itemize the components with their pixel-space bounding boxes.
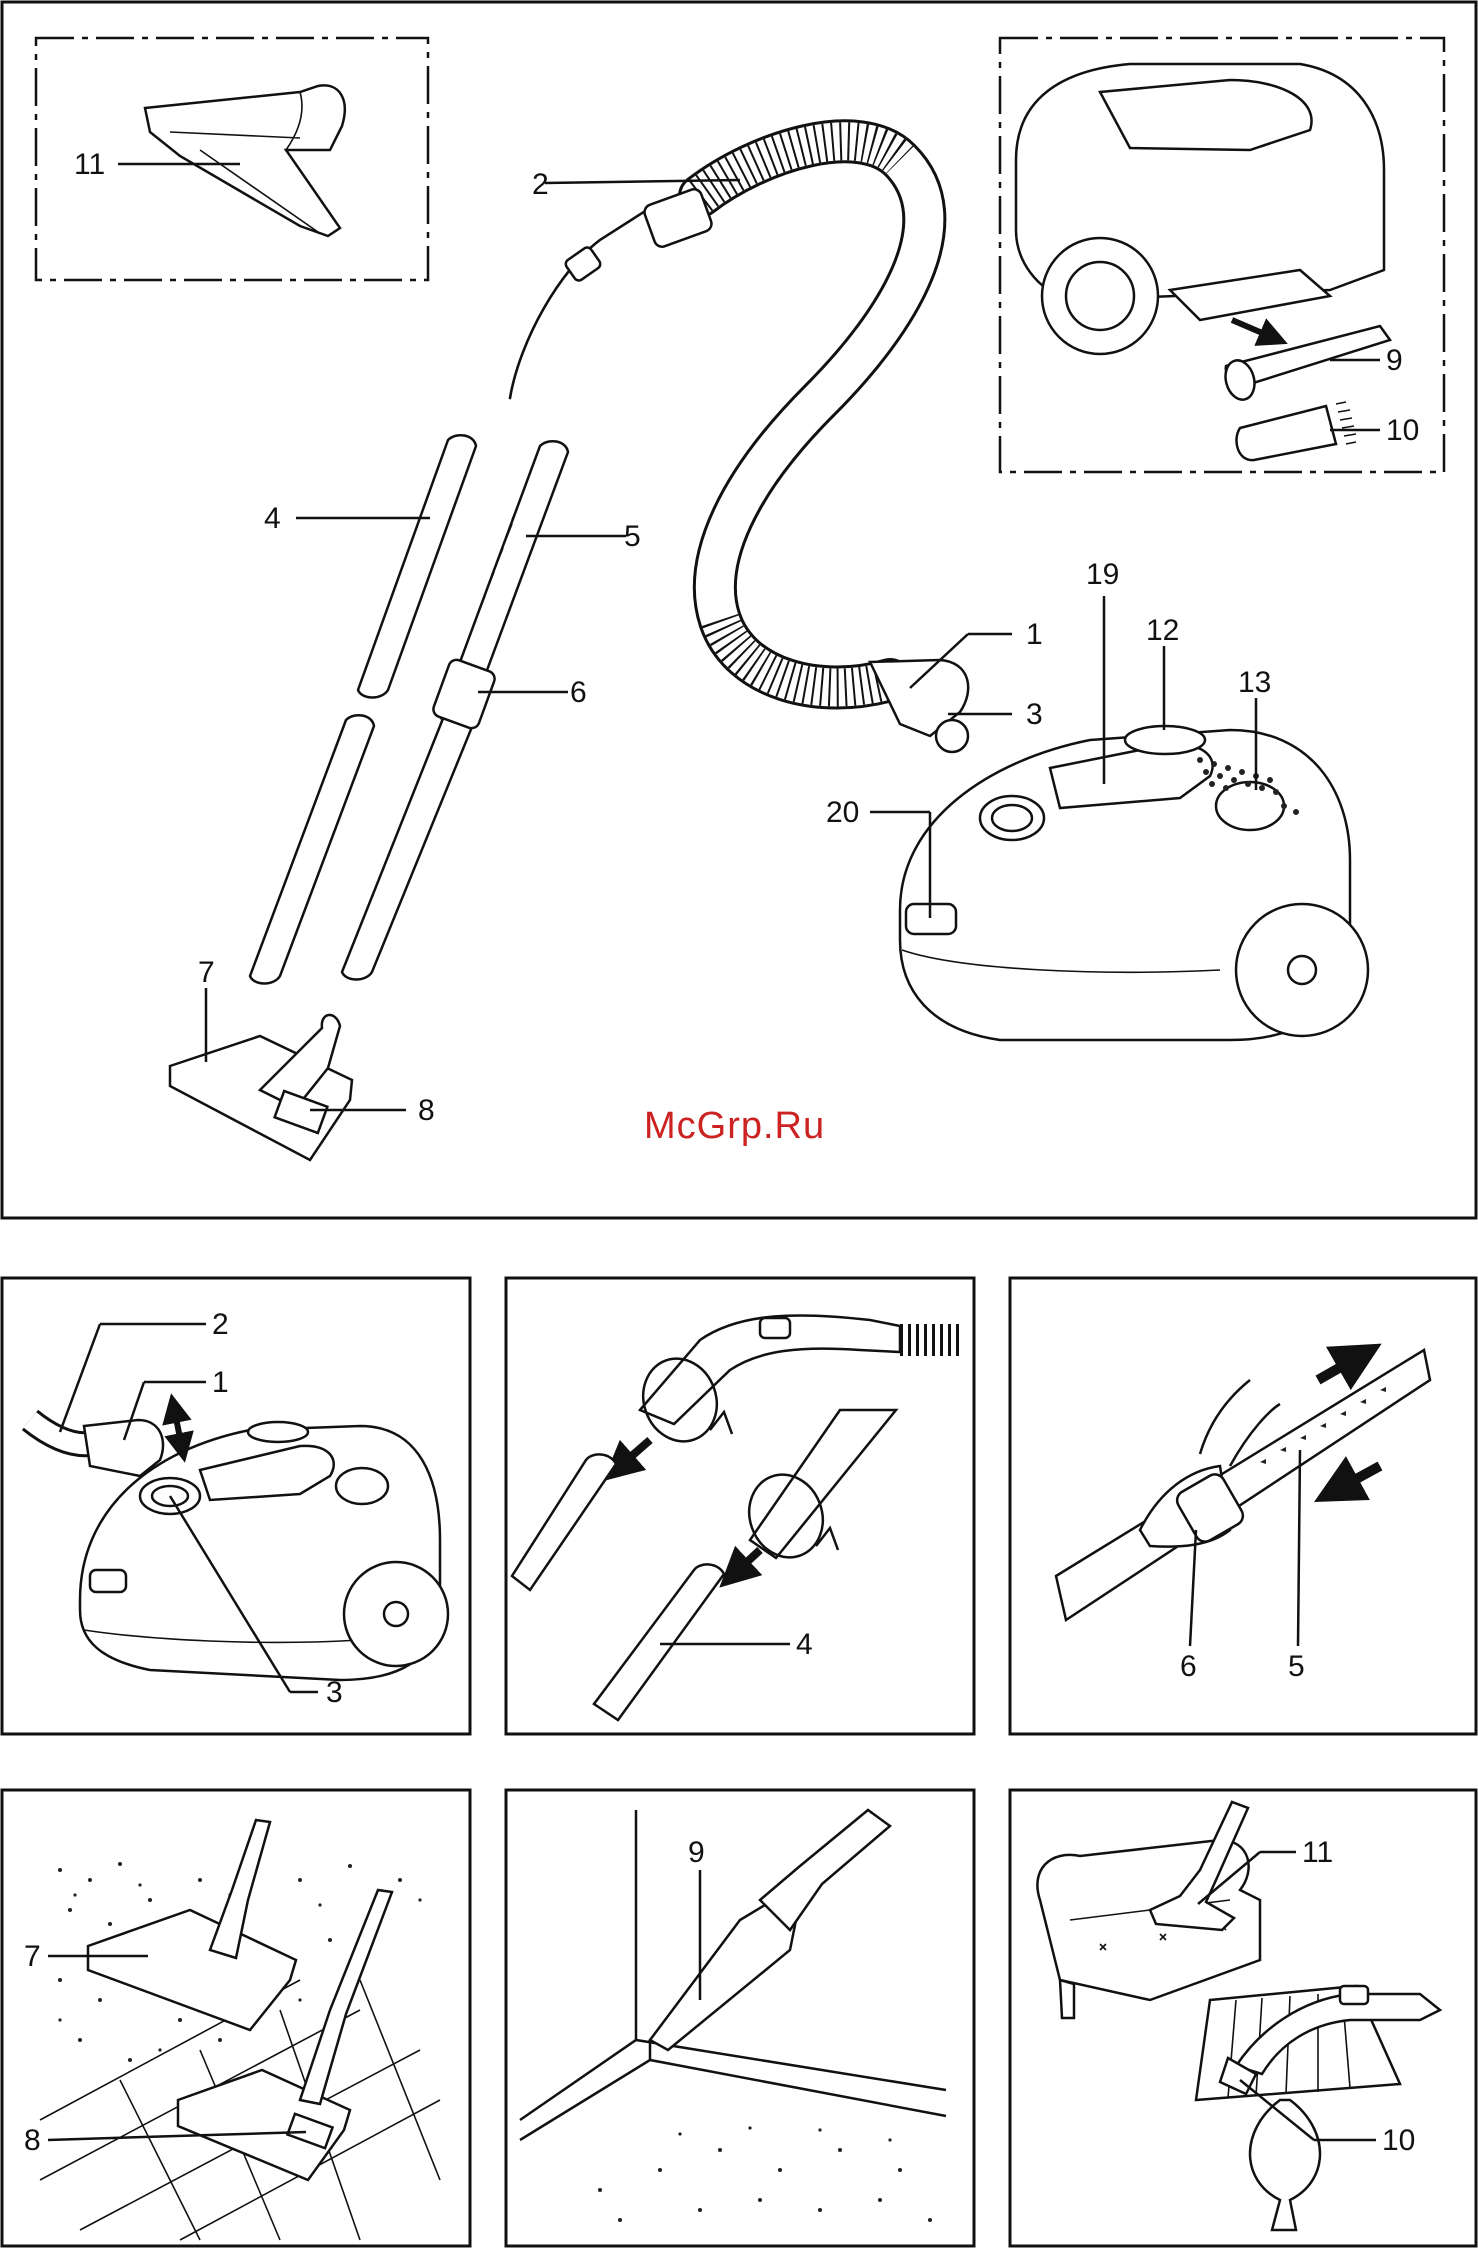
panel-e-crevice-tool-9	[650, 1902, 796, 2050]
label-13-main: 13	[1238, 666, 1271, 699]
panel-upholstery-dusting: 11 10	[1010, 1790, 1476, 2246]
label-9-e: 9	[688, 1836, 705, 1869]
dusting-brush-10-bristles	[1336, 402, 1356, 444]
floor-nozzle-main	[170, 988, 406, 1160]
inset-vacuum-top-grille	[1100, 80, 1312, 150]
inset-drawer-arrow	[1232, 320, 1274, 338]
hose-assembly	[510, 141, 1012, 752]
panel-e-tube	[760, 1810, 890, 1930]
hose-release-button-3	[936, 720, 968, 752]
panel-e-carpet-texture	[598, 2126, 932, 2222]
panel-f-lamp-base	[1250, 2100, 1320, 2230]
label-11-f: 11	[1302, 1836, 1333, 1869]
vacuum-wheel-hub-main	[1288, 956, 1316, 984]
panel-tube-assembly: 4	[506, 1278, 974, 1734]
label-5-c: 5	[1288, 1650, 1305, 1683]
panel-b-tube-4	[594, 1564, 724, 1720]
label-2-main: 2	[532, 168, 549, 201]
vacuum-handle-12	[1125, 726, 1205, 754]
upholstery-nozzle-shape	[145, 85, 345, 236]
panel-e-skirting-board	[520, 2040, 946, 2140]
panel-c-retract-arrow	[1336, 1466, 1380, 1490]
label-6-c: 6	[1180, 1650, 1197, 1683]
vacuum-hose-inlet-inner	[992, 805, 1032, 831]
label-10-main: 10	[1386, 414, 1419, 447]
panel-telescopic-adjust: 6 5	[1010, 1278, 1476, 1734]
panel-b-insert-arrow-top	[618, 1440, 650, 1468]
panel-b-handle-slider	[760, 1318, 790, 1338]
panel-f-handle-slider	[1340, 1986, 1368, 2004]
panel-a-up-down-arrow	[174, 1408, 182, 1448]
panel-f-sofa-leg	[1060, 1980, 1074, 2018]
dusting-brush-10	[1236, 406, 1336, 460]
label-4-main: 4	[264, 502, 281, 535]
inset-vacuum-wheel-inner	[1066, 262, 1134, 330]
label-1-main: 1	[1026, 618, 1043, 651]
telescopic-tube	[342, 441, 626, 979]
extension-tube-upper	[358, 435, 476, 697]
panel-hose-connection: 2 1 3	[2, 1278, 470, 1734]
panel-a-button	[336, 1468, 388, 1504]
panel-b-tube-left	[512, 1454, 616, 1590]
label-7-d: 7	[24, 1940, 41, 1973]
panel-crevice-tool-use: 9	[506, 1790, 974, 2246]
leader-line-6-c	[1190, 1530, 1196, 1646]
panel-a-wheel-hub	[384, 1602, 408, 1626]
panel-d-tube-upper	[210, 1820, 270, 1958]
label-2-a: 2	[212, 1308, 229, 1341]
hose-corrugated-fill	[700, 141, 924, 687]
label-7-main: 7	[198, 956, 215, 989]
label-8-main: 8	[418, 1094, 435, 1127]
label-11-main: 11	[74, 148, 105, 181]
label-3-main: 3	[1026, 698, 1043, 731]
label-19-main: 19	[1086, 558, 1119, 591]
label-6-main: 6	[570, 676, 587, 709]
label-8-d: 8	[24, 2124, 41, 2157]
panel-floor-nozzle-use: 7 8	[2, 1790, 470, 2246]
label-9-main: 9	[1386, 344, 1403, 377]
panel-c-frame	[1010, 1278, 1476, 1734]
panel-c-extend-arrow	[1318, 1356, 1360, 1380]
label-12-main: 12	[1146, 614, 1179, 647]
leader-line-2-a	[60, 1324, 100, 1432]
panel-a-cover-release	[90, 1570, 126, 1592]
label-10-f: 10	[1382, 2124, 1415, 2157]
watermark-text: McGrp.Ru	[644, 1105, 825, 1147]
hose-handle-fill	[510, 208, 650, 398]
label-5-main: 5	[624, 520, 641, 553]
panel-a-handle	[248, 1422, 308, 1442]
panel-a-hose-connector	[84, 1420, 163, 1476]
inset-accessory-storage	[1000, 38, 1444, 472]
panel-e-frame	[506, 1790, 974, 2246]
label-1-a: 1	[212, 1366, 229, 1399]
leader-line-5-c	[1298, 1450, 1300, 1646]
panel-b-insert-arrow-bottom	[734, 1550, 760, 1574]
main-overview-panel: 11 2 4 5 6 1 3 19 12 13 20 7 8 9 10 McGr…	[2, 2, 1476, 1218]
label-3-a: 3	[326, 1676, 343, 1709]
label-20-main: 20	[826, 796, 859, 829]
hose-swivel-joint	[642, 187, 713, 249]
panel-c-tube	[1056, 1350, 1430, 1620]
panel-d-floor-nozzle-carpet	[88, 1910, 296, 2030]
label-4-b: 4	[796, 1628, 813, 1661]
